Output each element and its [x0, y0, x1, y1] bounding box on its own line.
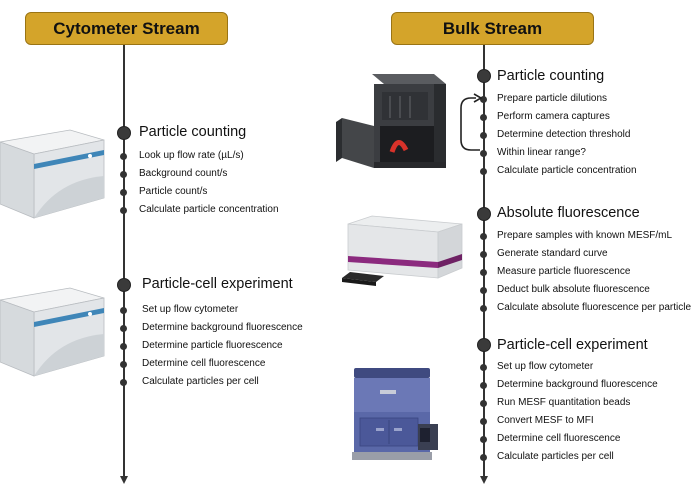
cyto-counting-step-dot [120, 171, 127, 178]
bulk-timeline-arrowhead [480, 476, 488, 484]
cyto-experiment-title: Particle-cell experiment [142, 276, 293, 292]
cyto-counting-step-dot [120, 153, 127, 160]
bulk-counting-step-dot [480, 168, 487, 175]
bulk-experiment-step-dot [480, 364, 487, 371]
bulk-counting-step: Calculate particle concentration [497, 165, 637, 176]
cyto-experiment-step: Determine particle fluorescence [142, 340, 283, 351]
bulk-stream-header: Bulk Stream [391, 12, 594, 45]
bulk-experiment-title: Particle-cell experiment [497, 337, 648, 353]
bulk-experiment-step-dot [480, 382, 487, 389]
bulk-experiment-step: Set up flow cytometer [497, 361, 594, 372]
cyto-counting-step: Calculate particle concentration [139, 204, 279, 215]
bulk-counting-step: Within linear range? [497, 147, 586, 158]
cyto-experiment-step: Calculate particles per cell [142, 376, 259, 387]
cyto-experiment-step: Determine background fluorescence [142, 322, 303, 333]
cyto-counting-node [117, 126, 131, 140]
bulk-counting-step-dot [480, 114, 487, 121]
bulk-experiment-step: Determine background fluorescence [497, 379, 658, 390]
bulk-experiment-step: Run MESF quantitation beads [497, 397, 631, 408]
bulk-fluorescence-step: Prepare samples with known MESF/mL [497, 230, 673, 241]
bulk-fluorescence-node [477, 207, 491, 221]
cytometer-timeline-axis [123, 45, 125, 477]
bulk-experiment-step: Calculate particles per cell [497, 451, 614, 462]
cyto-experiment-step-dot [120, 343, 127, 350]
plate-reader-icon [342, 215, 463, 286]
cyto-experiment-node [117, 278, 131, 292]
bulk-counting-step-dot [480, 132, 487, 139]
bulk-fluorescence-step: Measure particle fluorescence [497, 266, 631, 277]
bulk-experiment-node [477, 338, 491, 352]
cyto-counting-step: Particle count/s [139, 186, 208, 197]
cyto-counting-step: Look up flow rate (µL/s) [139, 150, 244, 161]
cyto-experiment-step: Determine cell fluorescence [142, 358, 266, 369]
cyto-experiment-step-dot [120, 361, 127, 368]
bulk-fluorescence-step-dot [480, 233, 487, 240]
cyto-counting-title: Particle counting [139, 124, 247, 140]
bulk-counting-node [477, 69, 491, 83]
bulk-counting-step-dot [480, 96, 487, 103]
cyto-counting-step: Background count/s [139, 168, 228, 179]
bulk-fluorescence-step-dot [480, 251, 487, 258]
cyto-experiment-step-dot [120, 307, 127, 314]
flow-cytometer-icon [0, 129, 105, 219]
bulk-fluorescence-step: Generate standard curve [497, 248, 608, 259]
cytometer-stream-header: Cytometer Stream [25, 12, 228, 45]
bulk-fluorescence-title: Absolute fluorescence [497, 205, 640, 221]
bulk-counting-step-dot [480, 150, 487, 157]
cytometer-stream-title: Cytometer Stream [53, 18, 200, 38]
imaging-reader-icon [336, 74, 446, 168]
bulk-fluorescence-step-dot [480, 287, 487, 294]
cytometer-timeline-arrowhead [120, 476, 128, 484]
bulk-experiment-step-dot [480, 418, 487, 425]
bulk-counting-step: Perform camera captures [497, 111, 610, 122]
linear-range-loop-arrow [460, 93, 483, 151]
cyto-counting-step-dot [120, 207, 127, 214]
cyto-experiment-step-dot [120, 379, 127, 386]
benchtop-cytometer-icon [352, 368, 438, 460]
bulk-counting-step: Prepare particle dilutions [497, 93, 608, 104]
bulk-fluorescence-step-dot [480, 269, 487, 276]
cyto-experiment-step-dot [120, 325, 127, 332]
bulk-experiment-step-dot [480, 400, 487, 407]
bulk-stream-title: Bulk Stream [442, 18, 543, 38]
bulk-experiment-step: Determine cell fluorescence [497, 433, 621, 444]
cyto-experiment-step: Set up flow cytometer [142, 304, 239, 315]
cyto-counting-step-dot [120, 189, 127, 196]
bulk-fluorescence-step: Deduct bulk absolute fluorescence [497, 284, 650, 295]
bulk-fluorescence-step: Calculate absolute fluorescence per part… [497, 302, 691, 313]
bulk-counting-step: Determine detection threshold [497, 129, 631, 140]
bulk-experiment-step: Convert MESF to MFI [497, 415, 594, 426]
bulk-experiment-step-dot [480, 436, 487, 443]
flow-cytometer-icon [0, 287, 105, 377]
bulk-experiment-step-dot [480, 454, 487, 461]
bulk-fluorescence-step-dot [480, 305, 487, 312]
bulk-counting-title: Particle counting [497, 68, 605, 84]
bulk-timeline-axis [483, 45, 485, 477]
